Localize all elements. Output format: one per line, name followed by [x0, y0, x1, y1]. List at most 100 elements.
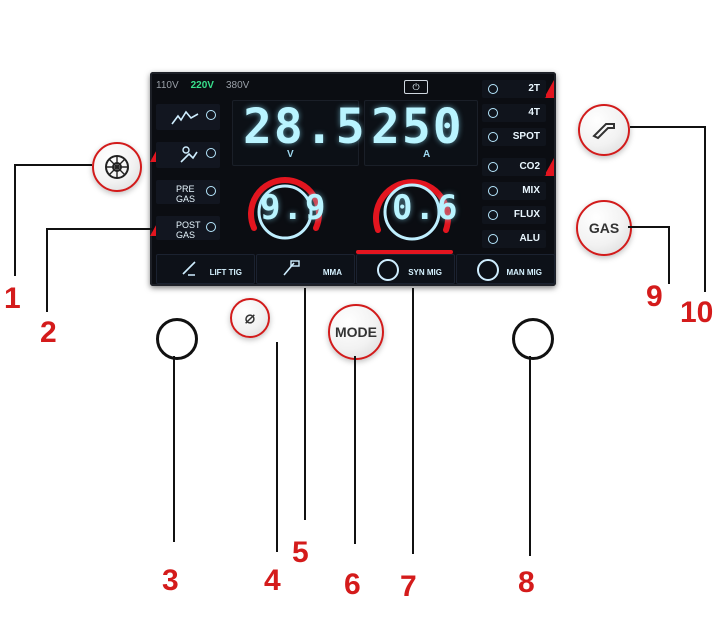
callout-line-3	[173, 356, 175, 542]
callout-8: 8	[518, 566, 535, 599]
left-dial-arc	[248, 177, 322, 240]
callout-line-4	[276, 342, 278, 552]
wire-reel-button[interactable]	[92, 142, 142, 192]
gas-alu[interactable]: ALU	[482, 230, 546, 248]
gas-co2-indicator	[488, 162, 498, 172]
callout-line-1-h	[14, 164, 92, 166]
mode-spot-indicator	[488, 132, 498, 142]
mode-2t-label: 2T	[528, 83, 540, 94]
left-red-tag-1	[150, 144, 160, 162]
callout-4: 4	[264, 564, 281, 597]
callout-line-10-h	[630, 126, 706, 128]
left-dial-value: 9.9	[260, 188, 328, 228]
voltage-selector: 110V 220V 380V	[156, 80, 249, 94]
callout-line-1-v	[14, 164, 16, 276]
torch-button[interactable]	[156, 142, 220, 168]
gas-mix-label: MIX	[522, 185, 540, 196]
tab-syn-mig[interactable]: SYN MIG	[356, 254, 455, 284]
tig-icon	[182, 261, 196, 276]
syn-mig-active-indicator	[356, 250, 453, 254]
voltage-unit: V	[287, 149, 294, 160]
wire-reel-icon	[377, 259, 399, 281]
mode-button[interactable]: MODE	[328, 304, 384, 360]
callout-9: 9	[646, 280, 663, 313]
callout-line-2-h	[46, 228, 152, 230]
right-red-tag-2	[544, 158, 554, 176]
gas-alu-label: ALU	[519, 233, 540, 244]
gas-button-label: GAS	[588, 220, 620, 236]
torch-indicator	[206, 148, 216, 158]
right-dial-arc	[373, 179, 451, 241]
right-knob[interactable]	[512, 318, 554, 360]
post-gas-label: POST GAS	[176, 220, 201, 240]
current-display: 250 A	[364, 99, 478, 166]
voltage-380: 380V	[225, 80, 250, 91]
right-red-tag-1	[544, 80, 554, 98]
callout-line-8	[529, 356, 531, 556]
tab-man-mig[interactable]: MAN MIG	[456, 254, 555, 284]
mode-4t-label: 4T	[528, 107, 540, 118]
mode-2t-indicator	[488, 84, 498, 94]
callout-6: 6	[344, 568, 361, 601]
wave-button[interactable]	[156, 104, 220, 130]
diameter-button[interactable]: ⌀	[230, 298, 270, 338]
gas-flux-label: FLUX	[513, 209, 540, 220]
mode-4t[interactable]: 4T	[482, 104, 546, 122]
mode-4t-indicator	[488, 108, 498, 118]
current-unit: A	[423, 149, 431, 160]
pre-gas-button[interactable]: PRE GAS	[156, 180, 220, 204]
voltage-display: 28.5 V	[232, 99, 365, 166]
gas-flux-indicator	[488, 210, 498, 220]
welder-display-panel: 110V 220V 380V ⏻ PRE GAS POST GAS 28.5 V…	[150, 72, 556, 286]
pre-gas-label: PRE GAS	[176, 184, 196, 204]
callout-3: 3	[162, 564, 179, 597]
gas-co2[interactable]: CO2	[482, 158, 546, 176]
callout-line-9-v	[668, 226, 670, 284]
mode-2t[interactable]: 2T	[482, 80, 546, 98]
wave-icon	[171, 110, 199, 125]
gas-alu-indicator	[488, 234, 498, 244]
callout-line-2-v	[46, 228, 48, 312]
tab-mma-label: MMA	[322, 268, 342, 277]
callout-1: 1	[4, 282, 21, 315]
electrode-icon	[283, 260, 300, 276]
left-red-tag-2	[150, 218, 160, 236]
mode-spot-label: SPOT	[512, 131, 540, 142]
wire-reel-icon	[105, 155, 129, 179]
power-icon[interactable]: ⏻	[404, 80, 428, 94]
torch-trigger-icon	[592, 123, 615, 140]
wire-reel-icon	[477, 259, 499, 281]
gas-co2-label: CO2	[519, 161, 540, 172]
wave-indicator	[206, 110, 216, 120]
callout-line-10-v	[704, 126, 706, 292]
gas-mix[interactable]: MIX	[482, 182, 546, 200]
post-gas-button[interactable]: POST GAS	[156, 216, 220, 240]
callout-line-7	[412, 288, 414, 554]
callout-2: 2	[40, 316, 57, 349]
diameter-icon: ⌀	[244, 307, 256, 328]
callout-line-6	[354, 356, 356, 544]
post-gas-indicator	[206, 222, 216, 232]
callout-line-5	[304, 288, 306, 520]
tab-syn-mig-label: SYN MIG	[408, 268, 442, 277]
torch-trigger-button[interactable]	[578, 104, 630, 156]
callout-5: 5	[292, 536, 309, 569]
tab-lift-tig[interactable]: LIFT TIG	[156, 254, 255, 284]
gas-button[interactable]: GAS	[576, 200, 632, 256]
callout-10: 10	[680, 296, 714, 329]
left-dial[interactable]: 9.9	[242, 172, 328, 250]
tab-mma[interactable]: MMA	[256, 254, 355, 284]
right-dial-value: 0.6	[392, 188, 460, 228]
callout-7: 7	[400, 570, 417, 603]
left-knob[interactable]	[156, 318, 198, 360]
voltage-110: 110V	[156, 80, 179, 91]
right-dial[interactable]: 0.6	[366, 172, 458, 250]
gas-mix-indicator	[488, 186, 498, 196]
callout-line-9-h	[628, 226, 670, 228]
torch-icon	[180, 146, 198, 163]
pre-gas-indicator	[206, 186, 216, 196]
tab-man-mig-label: MAN MIG	[506, 268, 542, 277]
gas-flux[interactable]: FLUX	[482, 206, 546, 224]
mode-spot[interactable]: SPOT	[482, 128, 546, 146]
tab-lift-tig-label: LIFT TIG	[209, 268, 242, 277]
